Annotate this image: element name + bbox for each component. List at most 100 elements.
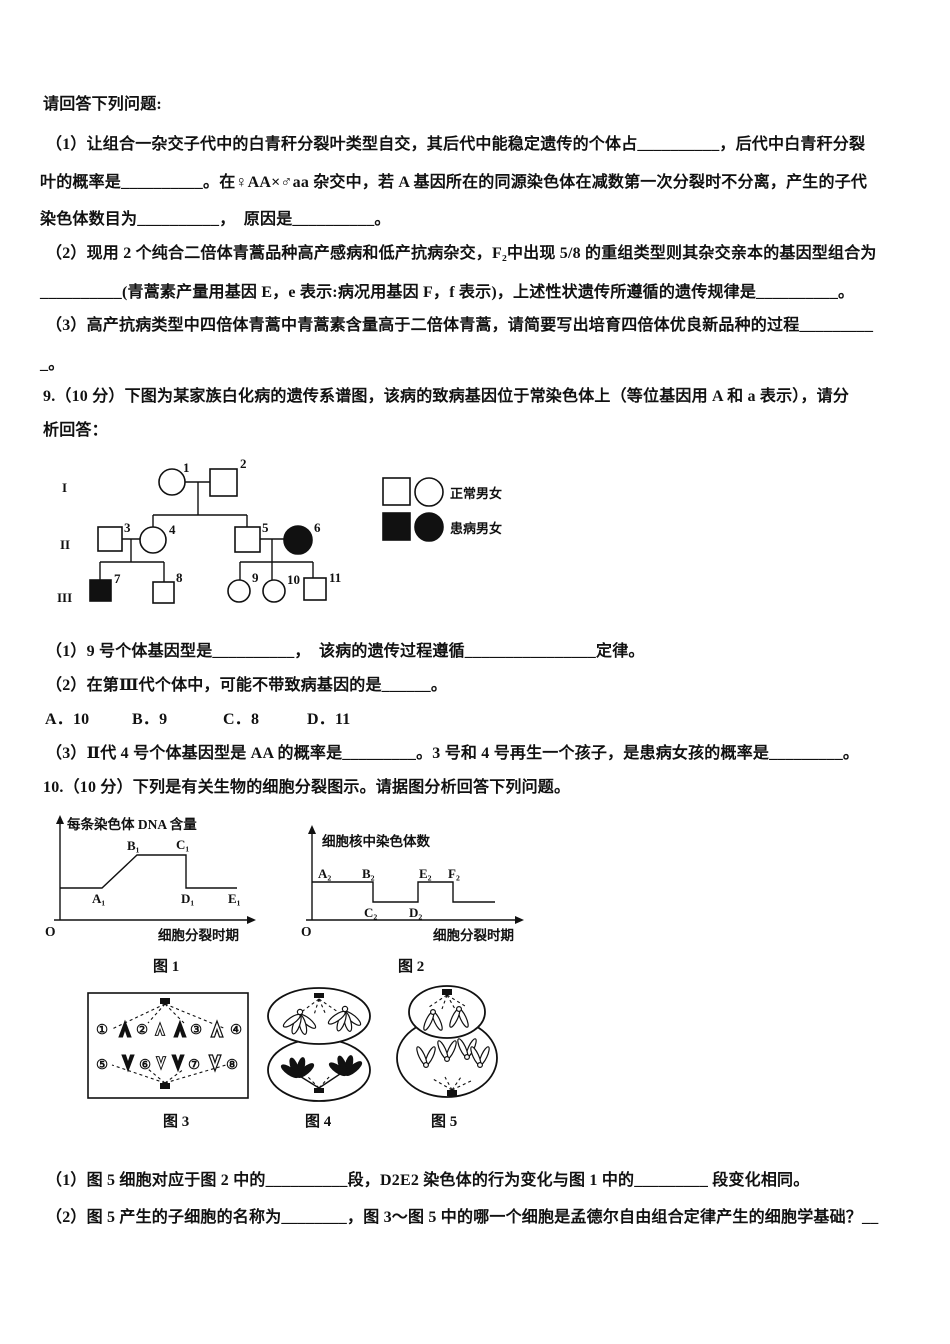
figure1-dna-content-chart: 每条染色体 DNA 含量 O A₁ B₁ C₁ D₁ E₁ 细胞分裂时期 图 1 (45, 815, 256, 975)
aster-rays-bottom (432, 1076, 474, 1091)
fig2-y-axis-label: 细胞核中染色体数 (322, 833, 430, 849)
individual-10-female (262, 579, 286, 603)
chromosome-v-pair (437, 1040, 457, 1063)
fig1-origin: O (45, 924, 56, 939)
legend-normal-label: 正常男女 (450, 486, 502, 501)
spindle-pole-top (442, 989, 452, 995)
q8-part1-line3: 染色体数目为__________， 原因是__________。 (40, 211, 391, 228)
individual-number: 10 (287, 572, 300, 587)
q10-stem: 10.（10 分）下列是有关生物的细胞分裂图示。请据图分析回答下列问题。 (43, 779, 571, 796)
fig1-point-C1: C₁ (176, 837, 189, 852)
individual-3-male (97, 526, 123, 552)
individual-11-male (303, 577, 327, 601)
q9-stem-line2: 析回答： (43, 422, 108, 439)
cell-border (87, 992, 249, 1099)
individual-1-female (158, 468, 186, 496)
fig3-caption: 图 3 (163, 1113, 189, 1130)
chromosome-dark (173, 1019, 187, 1038)
fig2-point-F2: F₂ (448, 866, 460, 881)
pedigree-legend: 正常男女 患病男女 (382, 477, 502, 542)
fig1-point-E1: E₁ (228, 891, 241, 906)
spindle-pole-top (160, 998, 170, 1004)
q10-sub1: （1）图 5 细胞对应于图 2 中的__________段，D2E2 染色体的行… (46, 1172, 810, 1189)
individual-number: 8 (176, 570, 183, 585)
chromosome-v-pair (416, 1046, 436, 1069)
chromosome-light (210, 1019, 224, 1038)
q8-part3-line2: _。 (40, 356, 65, 373)
fig1-curve (60, 854, 237, 889)
individual-6-female-affected (283, 525, 313, 555)
fig2-point-B2: B₂ (362, 866, 375, 881)
chromosome-number-3: ③ (190, 1022, 202, 1037)
option-b: B．9 (132, 711, 168, 728)
q8-part1-line2: 叶的概率是__________。在♀AA×♂aa 杂交中，若 A 基因所在的同源… (40, 174, 868, 191)
fig2-curve (312, 881, 495, 903)
q8-part1-line1: （1）让组合一杂交子代中的白青秆分裂叶类型自交，其后代中能稳定遗传的个体占___… (46, 136, 866, 153)
q9-sub2: （2）在第Ⅲ代个体中，可能不带致病基因的是______。 (46, 677, 448, 694)
individual-number: 5 (262, 520, 269, 535)
y-axis-arrow (56, 815, 64, 824)
option-c: C．8 (223, 711, 260, 728)
fig1-point-D1: D₁ (181, 891, 194, 906)
chromosome-v-pair (423, 1008, 443, 1031)
q8-part2-line2: __________(青蒿素产量用基因 E，e 表示:病况用基因 F，f 表示)… (40, 284, 855, 301)
individual-2-male (209, 468, 238, 497)
individual-9-female (227, 579, 251, 603)
option-d: D．11 (307, 711, 351, 728)
chromosome-cluster-dark (280, 1057, 315, 1079)
spindle-pole-bottom (447, 1090, 457, 1096)
individual-4-female (139, 526, 167, 554)
individual-5-male (234, 526, 261, 553)
chromosome-dark (121, 1054, 135, 1073)
y-axis-arrow (308, 825, 316, 834)
fig4-caption: 图 4 (305, 1113, 332, 1130)
chromosome-number-5: ⑤ (96, 1057, 108, 1072)
q8-part2-line1: （2）现用 2 个纯合二倍体青蒿品种高产感病和低产抗病杂交，F₂中出现 5/8 … (46, 245, 877, 262)
individual-number: 2 (240, 456, 247, 471)
chromosome-dark (118, 1019, 132, 1038)
q8-part3-line1: （3）高产抗病类型中四倍体青蒿中青蒿素含量高于二倍体青蒿，请简要写出培育四倍体优… (46, 317, 874, 334)
individual-number: 11 (329, 570, 341, 585)
q9-stem-line1: 9.（10 分）下图为某家族白化病的遗传系谱图，该病的致病基因位于常染色体上（等… (43, 388, 850, 405)
legend-affected-male-symbol (382, 512, 411, 541)
aster-rays-top (428, 994, 466, 1010)
chromosome-number-6: ⑥ (139, 1057, 151, 1072)
chromosome-light (208, 1054, 222, 1073)
fig2-point-E2: E₂ (419, 866, 432, 881)
x-axis-arrow (515, 916, 524, 924)
spindle-fibers (111, 1003, 227, 1084)
fig2-x-axis-label: 细胞分裂时期 (433, 927, 514, 943)
individual-number: 9 (252, 570, 259, 585)
x-axis-arrow (247, 916, 256, 924)
chromosome-cluster-light (282, 1008, 317, 1035)
fig2-caption: 图 2 (398, 958, 424, 975)
generation-label-1: I (62, 480, 67, 495)
chromosome-number-2: ② (136, 1022, 148, 1037)
q9-sub1: （1）9 号个体基因型是__________， 该病的遗传过程遵循_______… (46, 643, 645, 660)
legend-affected-label: 患病男女 (450, 521, 502, 536)
fig2-point-A2: A₂ (318, 866, 331, 881)
chromosome-v-pair (470, 1046, 490, 1069)
chromosome-cluster-light (327, 1005, 362, 1032)
chromosome-light (154, 1021, 166, 1036)
legend-normal-female-symbol (414, 477, 444, 507)
fig1-point-B1: B₁ (127, 838, 140, 853)
chromosome-number-7: ⑦ (188, 1057, 200, 1072)
chromosome-number-8: ⑧ (226, 1057, 238, 1072)
figure5-cell-diagram: 图 5 (396, 985, 498, 1130)
q8-intro: 请回答下列问题: (43, 96, 162, 113)
individual-8-male (152, 581, 175, 604)
individual-number: 7 (114, 571, 121, 586)
chromosome-number-1: ① (96, 1022, 108, 1037)
chromosome-dark (171, 1054, 185, 1073)
fig2-origin: O (301, 924, 312, 939)
fig2-point-D2: D₂ (409, 905, 422, 920)
figure2-chromosome-number-chart: 细胞核中染色体数 O A₂ B₂ C₂ D₂ E₂ F₂ 细胞分裂时期 图 2 (301, 825, 524, 975)
fig5-caption: 图 5 (431, 1113, 457, 1130)
spindle-pole-top (314, 993, 324, 998)
pedigree-diagram: I II III 1 2 3 4 5 6 7 8 9 10 11 正常男女 (57, 456, 502, 605)
aster-rays-top (299, 998, 339, 1016)
q10-sub2: （2）图 5 产生的子细胞的名称为________，图 3～图 5 中的哪一个细… (46, 1209, 879, 1226)
chromosome-cluster-dark (328, 1055, 363, 1077)
